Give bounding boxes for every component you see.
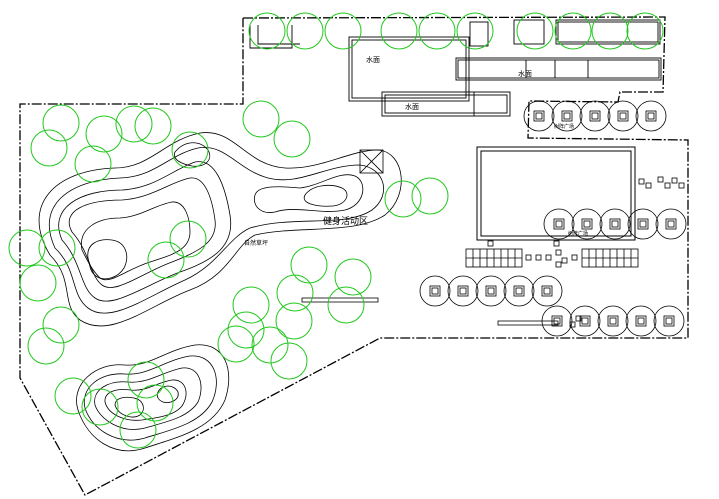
tree-pit-row-top [523,100,667,132]
water-label-3: 水面 [405,102,419,111]
tree-pit-row-bottom [541,305,685,337]
mound-contours-south [76,344,230,452]
mound-area-label: 健身活动区 [323,215,368,227]
site-boundary [19,16,689,496]
bench-grids [465,176,685,328]
lawn-label: 自然草坪 [244,239,268,247]
tree-pit-row-middle [543,208,687,240]
water-label-1: 水面 [366,55,380,64]
central-plaza [476,146,636,241]
strip-paths [301,297,559,326]
mound-contours-north [38,132,402,327]
building-block [249,19,662,117]
plaza-label-2: 树阵广场 [568,230,588,237]
tree-pit-row-lower [419,275,563,307]
water-label-2: 水面 [518,69,532,78]
pavilion [359,149,384,174]
plaza-label-1: 树阵广场 [554,123,574,130]
green-trees [8,12,664,449]
plaza-tree-pits [419,100,687,337]
